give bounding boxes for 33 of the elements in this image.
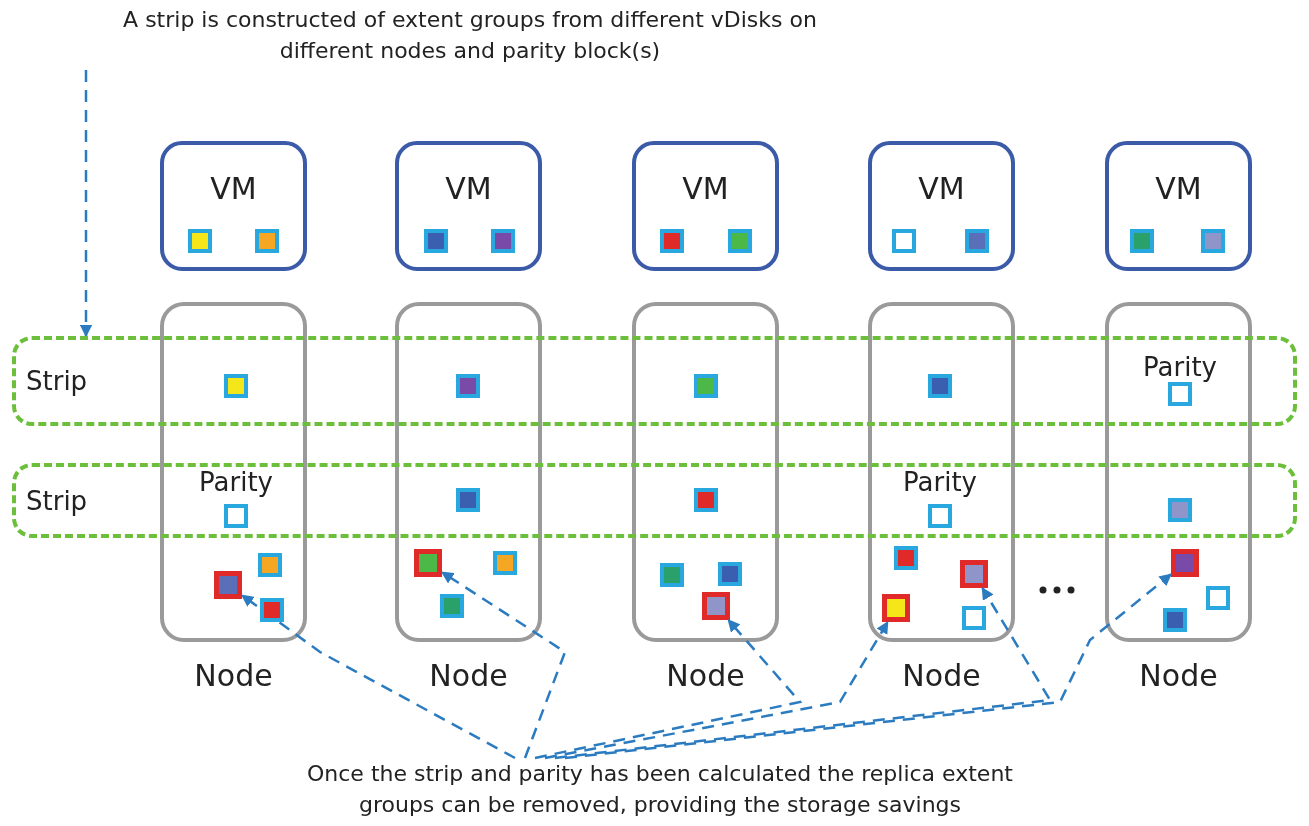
vm-box bbox=[395, 141, 542, 271]
vm-box bbox=[160, 141, 307, 271]
node-label: Node bbox=[901, 658, 982, 694]
vm-label: VM bbox=[1154, 171, 1203, 206]
vm-label: VM bbox=[681, 171, 730, 206]
node-label: Node bbox=[428, 658, 509, 694]
node-label: Node bbox=[665, 658, 746, 694]
parity-label: Parity bbox=[902, 466, 978, 498]
node-label: Node bbox=[1138, 658, 1219, 694]
parity-label: Parity bbox=[1142, 351, 1218, 383]
extent-block bbox=[960, 560, 988, 588]
node-label: Node bbox=[193, 658, 274, 694]
extent-block bbox=[1171, 549, 1199, 577]
vm-label: VM bbox=[444, 171, 493, 206]
vm-box bbox=[632, 141, 779, 271]
extent-block bbox=[214, 571, 242, 599]
note-text: Once the strip and parity has been calculated the replica extent groups can be removed, providing the storage savings bbox=[300, 758, 1020, 822]
extent-block bbox=[882, 594, 910, 622]
vm-label: VM bbox=[917, 171, 966, 206]
arrow bbox=[241, 594, 516, 760]
vm-box bbox=[1105, 141, 1252, 271]
arrow bbox=[79, 70, 93, 338]
arrow bbox=[554, 586, 1053, 760]
extent-block bbox=[414, 549, 442, 577]
extent-block bbox=[702, 592, 730, 620]
note-text: A strip is constructed of extent groups from different vDisks on different nodes and parity block(s) bbox=[80, 4, 860, 70]
arrow bbox=[440, 571, 567, 759]
arrow bbox=[534, 619, 803, 760]
arrow bbox=[564, 573, 1172, 760]
parity-label: Parity bbox=[198, 466, 274, 498]
vm-box bbox=[868, 141, 1015, 271]
vm-label: VM bbox=[209, 171, 258, 206]
arrow bbox=[544, 620, 889, 760]
